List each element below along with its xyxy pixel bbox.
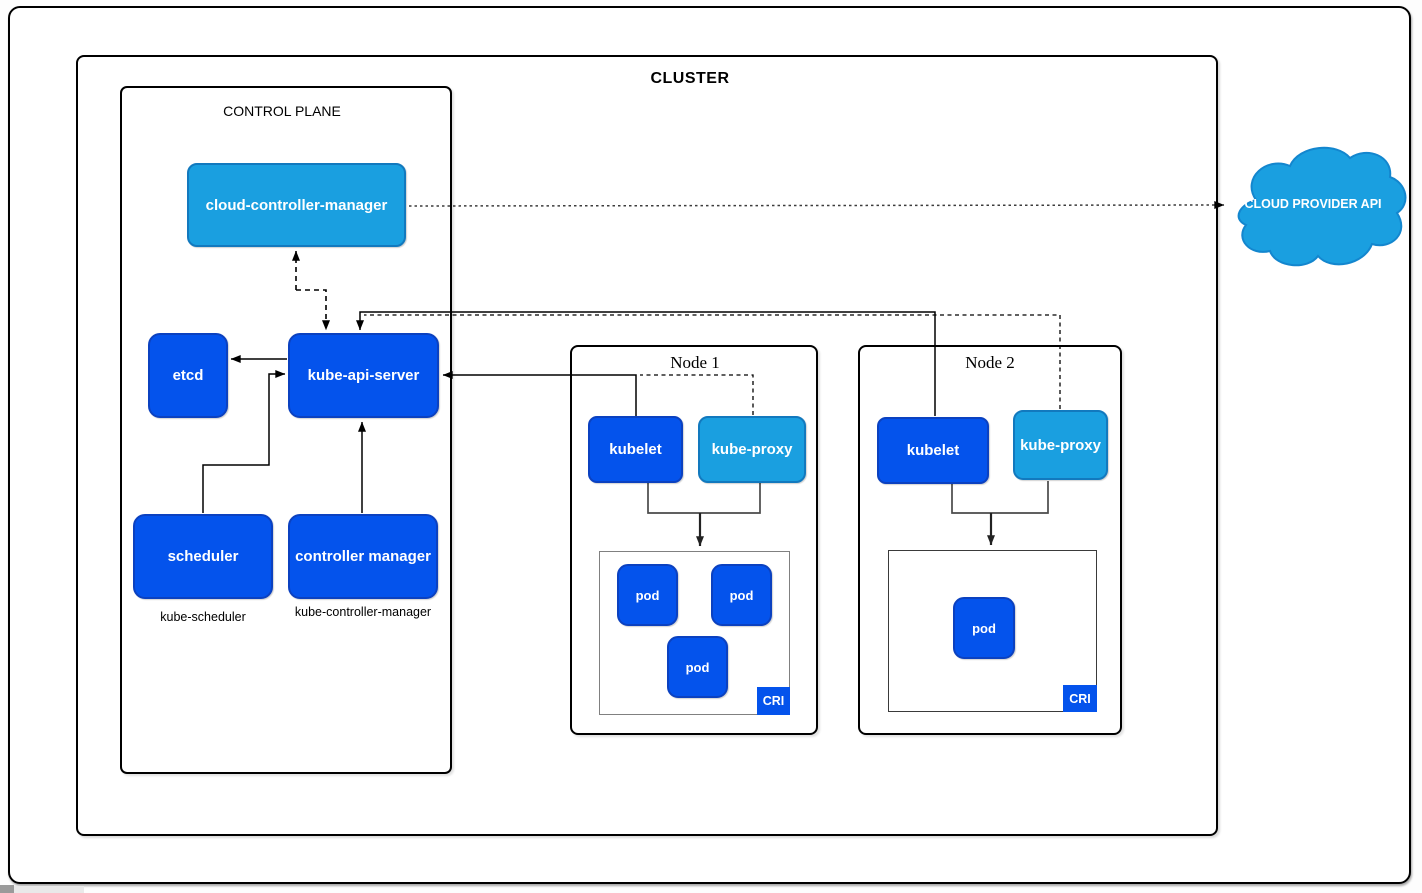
cloud-controller-manager-label: cloud-controller-manager (205, 196, 388, 214)
scheduler-caption: kube-scheduler (160, 610, 246, 624)
pod-box: pod (617, 564, 678, 626)
node-1-box (570, 345, 818, 735)
node-1-kube-proxy-box: kube-proxy (698, 416, 806, 483)
cluster-box (76, 55, 1218, 836)
control-plane-title: CONTROL PLANE (223, 103, 341, 119)
cloud-controller-manager-box: cloud-controller-manager (187, 163, 406, 247)
controller-manager-caption: kube-controller-manager (294, 605, 432, 619)
pod-box: pod (711, 564, 772, 626)
cloud-provider-api-label: CLOUD PROVIDER API (1244, 197, 1382, 211)
node-1-kube-proxy-label: kube-proxy (711, 441, 793, 458)
controller-manager-label: controller manager (295, 548, 431, 565)
kube-api-server-label: kube-api-server (307, 367, 420, 384)
scheduler-box: scheduler (133, 514, 273, 599)
control-plane-box (120, 86, 452, 774)
etcd-box: etcd (148, 333, 228, 418)
node-2-kube-proxy-box: kube-proxy (1013, 410, 1108, 480)
node-2-box (858, 345, 1122, 735)
controller-manager-box: controller manager (288, 514, 438, 599)
pod-box: pod (667, 636, 728, 698)
pod-box: pod (953, 597, 1015, 659)
scrollbar-corner (0, 885, 14, 893)
scrollbar-track (14, 886, 84, 893)
pod-label: pod (685, 659, 710, 675)
pod-label: pod (635, 587, 660, 603)
node-2-kubelet-box: kubelet (877, 417, 989, 484)
pod-label: pod (972, 620, 996, 636)
node-1-cri-badge: CRI (757, 687, 790, 715)
node-1-title: Node 1 (670, 353, 720, 372)
node-2-kubelet-label: kubelet (906, 442, 960, 459)
node-2-title: Node 2 (965, 353, 1015, 372)
node-2-cri-badge: CRI (1063, 685, 1097, 712)
etcd-label: etcd (172, 367, 204, 384)
kube-api-server-box: kube-api-server (288, 333, 439, 418)
node-1-kubelet-label: kubelet (609, 441, 662, 458)
node-1-kubelet-box: kubelet (588, 416, 683, 483)
node-2-kube-proxy-label: kube-proxy (1020, 436, 1101, 454)
cluster-title: CLUSTER (650, 70, 730, 87)
scheduler-label: scheduler (167, 548, 239, 565)
pod-label: pod (729, 587, 754, 603)
